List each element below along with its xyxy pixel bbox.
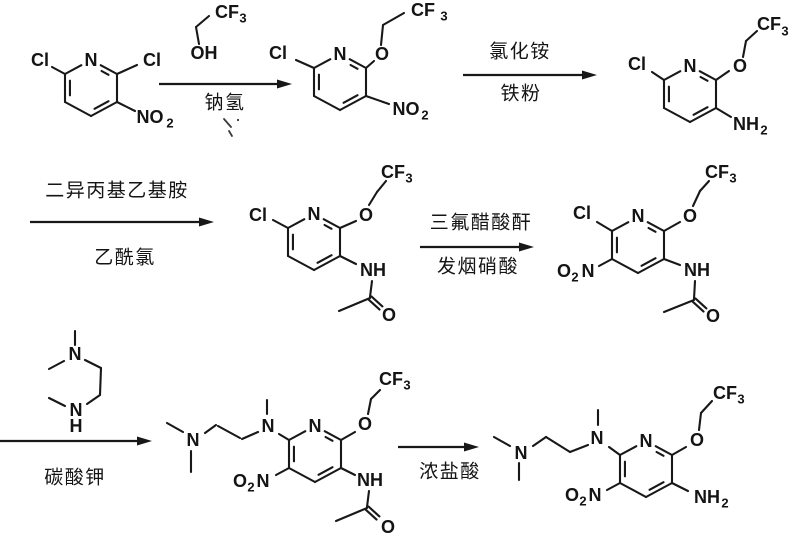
atom-label: N (85, 50, 98, 70)
atom-label: NO (393, 99, 420, 119)
atom-label: Cl (269, 43, 287, 63)
atom-subscript: 2 (721, 496, 728, 511)
atom-label: N (591, 428, 604, 448)
atom-label: NH (360, 260, 386, 280)
atom-label: NH (357, 470, 383, 490)
atom-label: O (381, 517, 395, 537)
atom-label: O (706, 306, 720, 326)
print-smudge-mark (223, 118, 240, 137)
arrowhead-icon (137, 436, 152, 446)
atom-label: Cl (573, 203, 591, 223)
atom-label: O (690, 430, 704, 450)
atom-subscript: 3 (781, 24, 788, 39)
atom-label: N (515, 443, 528, 463)
reagent-step4-below: 发烟硝酸 (437, 256, 519, 278)
atom-label: N (640, 431, 653, 451)
atom-label: Cl (249, 205, 267, 225)
atom-label: NH (733, 114, 759, 134)
atom-subscript: 3 (403, 378, 410, 393)
atom-label: Cl (628, 54, 646, 74)
atom-label: CF (757, 14, 781, 34)
reaction-arrow-5 (0, 436, 152, 446)
reagent-step4-above: 三氟醋酸酐 (430, 212, 533, 234)
atom-label: O (733, 56, 747, 76)
atom-label: O (375, 44, 389, 64)
atom-label: OH (191, 43, 218, 63)
atom-label: O (359, 205, 373, 225)
atom-subscript: 3 (405, 171, 412, 186)
atom-subscript: 3 (440, 9, 447, 24)
atom-subscript: 2 (166, 116, 173, 131)
atom-label: N (589, 485, 602, 505)
atom-label: CF (381, 162, 405, 182)
reagent-step1-below: 钠氢 (204, 92, 245, 114)
reaction-arrow-3 (30, 217, 214, 227)
atom-label: O (382, 305, 396, 325)
reagent-step5-below: 碳酸钾 (44, 467, 106, 489)
reaction-arrow-6 (398, 442, 479, 452)
atom-label: CF (713, 383, 737, 403)
atom-label: N (632, 206, 645, 226)
arrowhead-icon (277, 79, 292, 89)
atom-label: NO (137, 107, 164, 127)
atom-label: O (683, 206, 697, 226)
reaction-arrow-1 (159, 79, 292, 89)
reagent-step6-below: 浓盐酸 (419, 461, 481, 483)
atom-subscript: 2 (421, 108, 428, 123)
atom-label: N (308, 204, 321, 224)
atom-label: NH (694, 487, 720, 507)
atom-label: O (358, 414, 372, 434)
reagent-step2-below: 铁粉 (500, 83, 541, 105)
atom-subscript: 3 (729, 171, 736, 186)
atom-label: N (187, 430, 200, 450)
atom-label: CF (411, 0, 435, 20)
atom-label: O (565, 485, 579, 505)
reaction-arrow-4 (420, 242, 534, 252)
atom-subscript: 2 (579, 494, 586, 509)
atom-label: N (684, 56, 697, 76)
atom-label: Cl (143, 50, 161, 70)
atom-label: CF (215, 2, 239, 22)
atom-label: Cl (31, 50, 49, 70)
reagent-step3-below: 乙酰氯 (94, 247, 156, 269)
atom-label: N (334, 44, 347, 64)
atom-subscript: 2 (760, 123, 767, 138)
reaction-arrow-2 (463, 70, 597, 80)
reagent-step2-above: 氯化铵 (489, 41, 551, 63)
atom-label: O (233, 471, 247, 491)
arrowhead-icon (199, 217, 214, 227)
reagent-trimethylethylenediamine: NNH (47, 329, 103, 436)
atom-label: N (69, 344, 82, 364)
atom-label: N (262, 416, 275, 436)
atom-label: H (70, 416, 83, 436)
atom-label: N (70, 400, 83, 420)
atom-label: NH (684, 260, 710, 280)
atom-label: O (557, 261, 571, 281)
arrowhead-icon (464, 442, 479, 452)
atom-label: N (582, 261, 595, 281)
atom-label: CF (379, 369, 403, 389)
atom-subscript: 3 (239, 11, 246, 26)
atom-label: N (257, 471, 270, 491)
atom-subscript: 3 (737, 392, 744, 407)
atom-label: N (309, 416, 322, 436)
reagent-labels: 钠氢 氯化铵 铁粉 二异丙基乙基胺 乙酰氯 三氟醋酸酐 发烟硝酸 碳酸钾 浓盐酸 (44, 41, 551, 489)
atom-label: CF (705, 162, 729, 182)
arrowhead-icon (519, 242, 534, 252)
reagent-step3-above: 二异丙基乙基胺 (45, 180, 189, 202)
atom-subscript: 2 (247, 480, 254, 495)
arrowhead-icon (582, 70, 597, 80)
atom-subscript: 2 (571, 270, 578, 285)
